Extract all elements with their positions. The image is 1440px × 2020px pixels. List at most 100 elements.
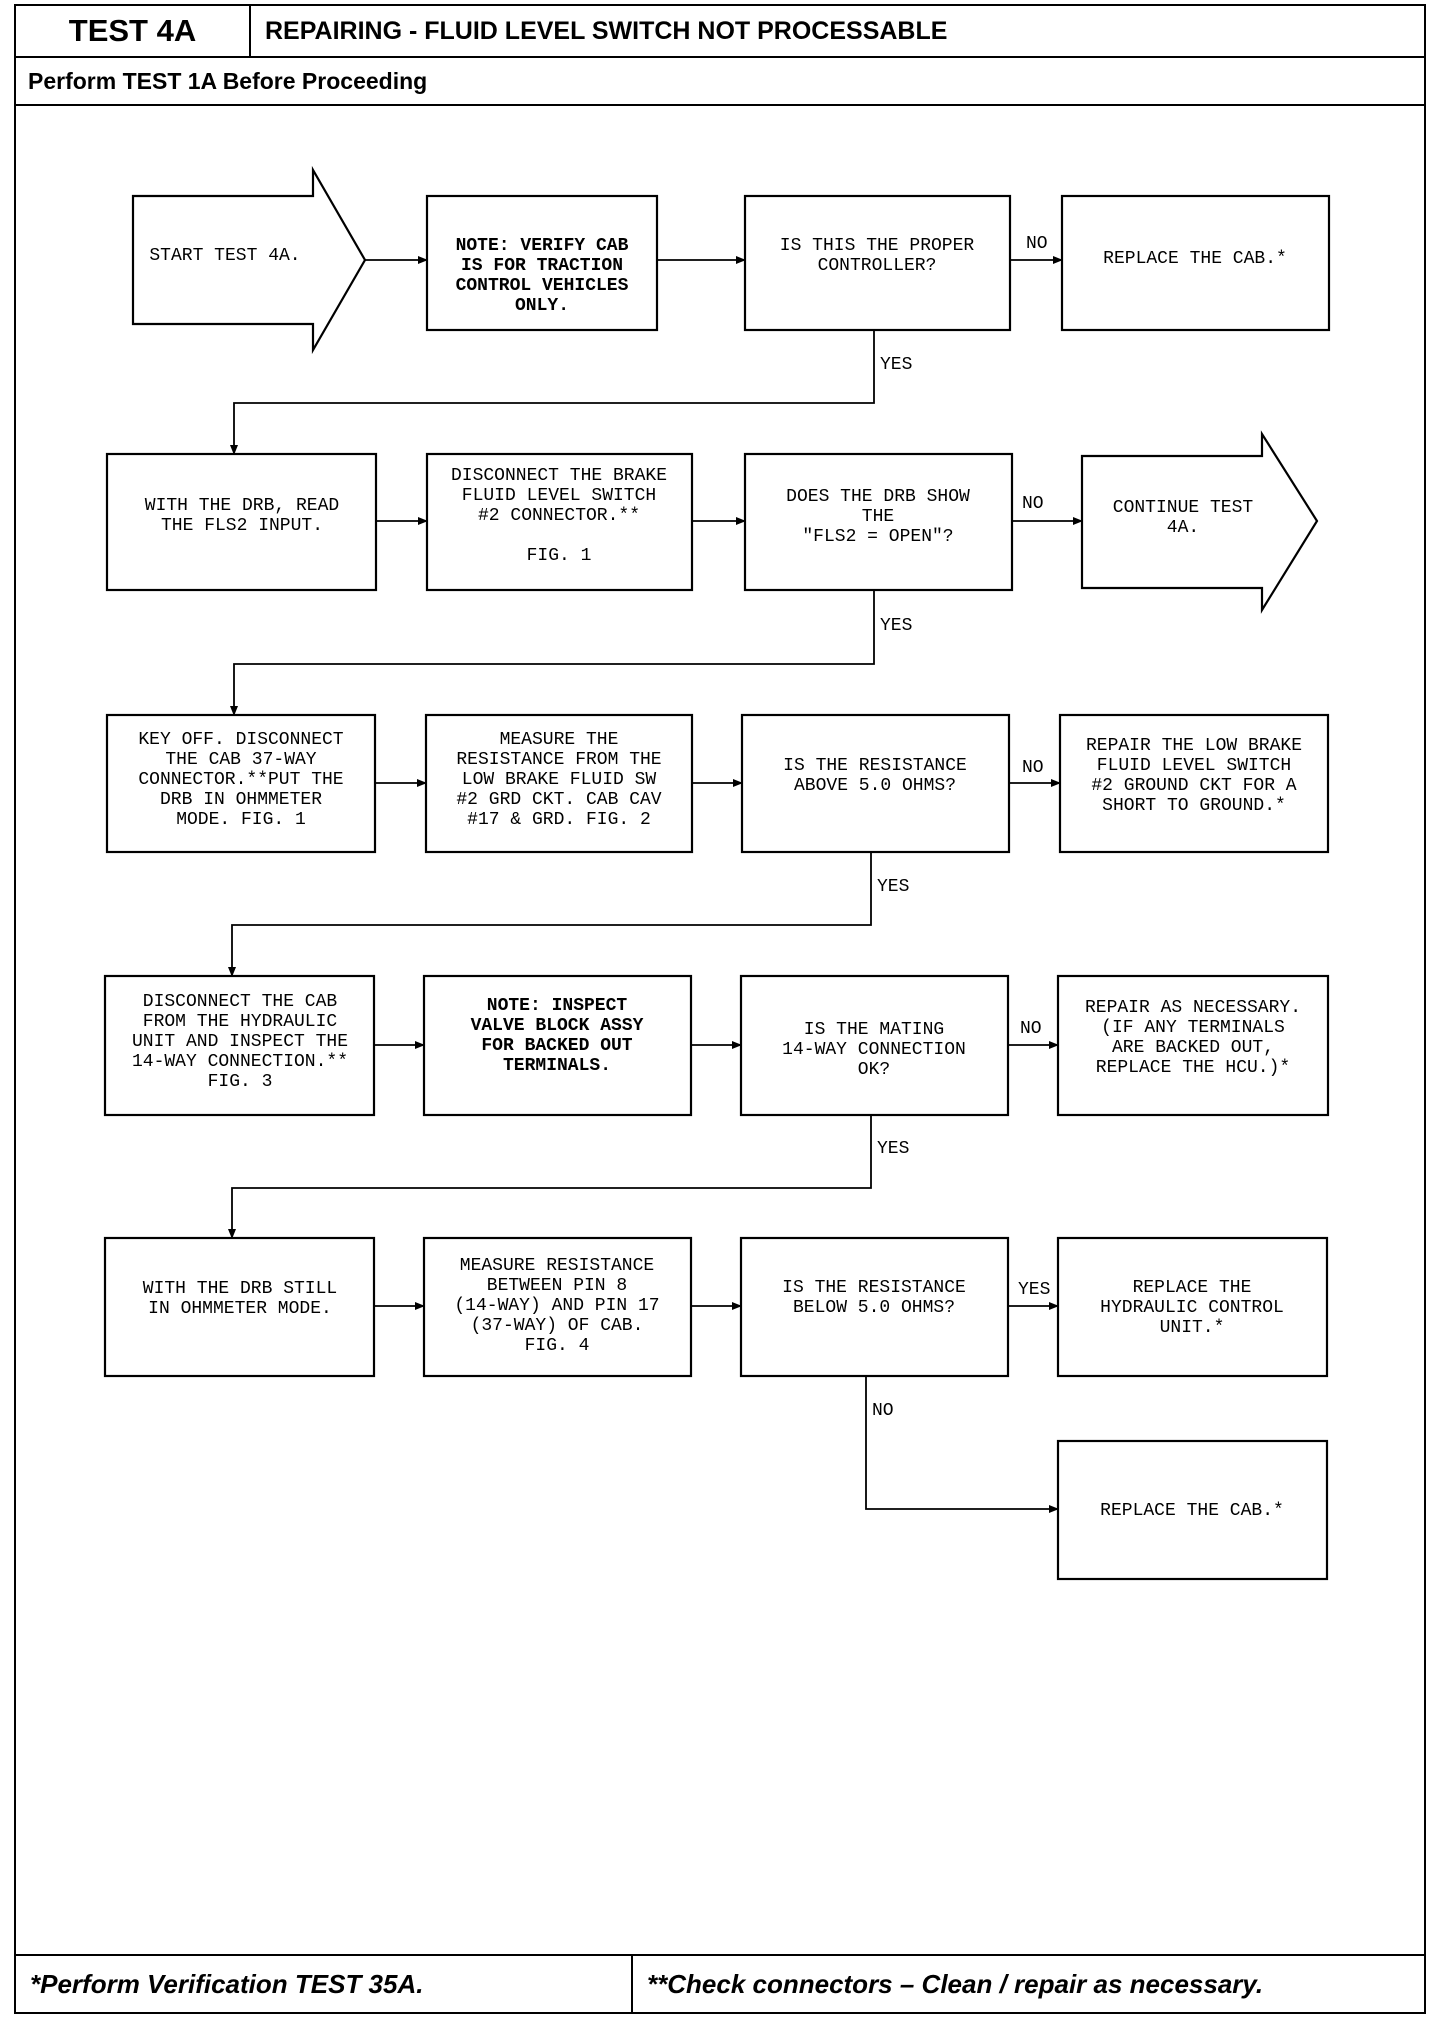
yes-label-r2: YES — [880, 616, 912, 636]
text-line: IS FOR TRACTION — [461, 256, 623, 276]
measure-pin-resistance-box — [422, 1236, 693, 1378]
text-line: ABOVE 5.0 OHMS? — [794, 776, 956, 796]
text-line: CONTROLLER? — [818, 256, 937, 276]
text-line: MEASURE RESISTANCE — [460, 1256, 654, 1276]
text-line: 4A. — [1167, 518, 1199, 538]
footer-verification-note: *Perform Verification TEST 35A. — [16, 1956, 633, 2012]
text-line: UNIT.* — [1160, 1318, 1225, 1338]
text-line: MEASURE THE — [500, 730, 619, 750]
text-line: REPAIR THE LOW BRAKE — [1086, 736, 1302, 756]
text-line: SHORT TO GROUND.* — [1102, 796, 1286, 816]
text-line: #2 GRD CKT. CAB CAV — [456, 790, 661, 810]
replace-cab-text-1: REPLACE THE CAB.* — [1103, 249, 1287, 269]
text-line: FLUID LEVEL SWITCH — [462, 486, 656, 506]
no-label-r3: NO — [1022, 758, 1044, 778]
text-line: IS THE MATING — [804, 1020, 944, 1040]
text-line: DISCONNECT THE BRAKE — [451, 466, 667, 486]
text-line: LOW BRAKE FLUID SW — [462, 770, 657, 790]
text-line: START TEST 4A. — [149, 246, 300, 266]
text-line: #2 GROUND CKT FOR A — [1091, 776, 1296, 796]
text-line: BELOW 5.0 OHMS? — [793, 1298, 955, 1318]
text-line: REPLACE THE CAB.* — [1100, 1501, 1284, 1521]
disconnect-fls2-box — [425, 452, 694, 592]
text-line: #17 & GRD. FIG. 2 — [467, 810, 651, 830]
text-line: CONTINUE TEST — [1113, 498, 1254, 518]
note-valve-block-box — [422, 974, 693, 1117]
replace-cab-box-1 — [1060, 194, 1331, 332]
no-label-r5: NO — [872, 1401, 894, 1421]
text-line: CONNECTOR.**PUT THE — [138, 770, 343, 790]
text-line: FIG. 4 — [525, 1336, 590, 1356]
text-line: IS THE RESISTANCE — [782, 1278, 966, 1298]
measure-resistance-grd-box — [424, 713, 694, 854]
repair-ground-ckt-box — [1058, 713, 1330, 854]
text-line: FOR BACKED OUT — [481, 1036, 632, 1056]
text-line: THE — [862, 507, 894, 527]
text-line: FLUID LEVEL SWITCH — [1097, 756, 1291, 776]
text-line: REPLACE THE HCU.)* — [1096, 1058, 1290, 1078]
text-line: (IF ANY TERMINALS — [1101, 1018, 1285, 1038]
text-line: DRB IN OHMMETER — [160, 790, 322, 810]
text-line: REPAIR AS NECESSARY. — [1085, 998, 1301, 1018]
yes-label-r5: YES — [1018, 1280, 1050, 1300]
prerequisite-note: Perform TEST 1A Before Proceeding — [16, 58, 1424, 106]
text-line: (37-WAY) OF CAB. — [471, 1316, 644, 1336]
replace-cab-text-2: REPLACE THE CAB.* — [1100, 1501, 1284, 1521]
text-line: ONLY. — [515, 296, 569, 316]
read-fls2-box — [105, 452, 378, 592]
decision-fls2-open-box — [743, 452, 1014, 592]
no-label-r1: NO — [1026, 234, 1048, 254]
text-line: REPLACE THE CAB.* — [1103, 249, 1287, 269]
text-line: RESISTANCE FROM THE — [456, 750, 661, 770]
decision-above-5-ohms-box — [740, 713, 1011, 854]
key-off-box — [105, 713, 377, 854]
test-id: TEST 4A — [16, 6, 251, 58]
text-line: TERMINALS. — [503, 1056, 611, 1076]
yes-label-r3: YES — [877, 877, 909, 897]
no-label-r2: NO — [1022, 494, 1044, 514]
text-line: FIG. 1 — [527, 546, 592, 566]
text-line: BETWEEN PIN 8 — [487, 1276, 627, 1296]
start-test-text: START TEST 4A. — [149, 246, 300, 266]
text-line: DOES THE DRB SHOW — [786, 487, 970, 507]
note-verify-cab-box — [425, 194, 659, 332]
text-line: THE FLS2 INPUT. — [161, 516, 323, 536]
text-line: NOTE: VERIFY CAB — [456, 236, 629, 256]
text-line: 14-WAY CONNECTION.** — [132, 1052, 348, 1072]
yes-label-r4: YES — [877, 1139, 909, 1159]
text-line: THE CAB 37-WAY — [165, 750, 316, 770]
test-title: REPAIRING - FLUID LEVEL SWITCH NOT PROCE… — [251, 6, 1424, 58]
text-line: HYDRAULIC CONTROL — [1100, 1298, 1284, 1318]
text-line: IN OHMMETER MODE. — [148, 1299, 332, 1319]
text-line: VALVE BLOCK ASSY — [471, 1016, 644, 1036]
replace-hcu-box — [1056, 1236, 1329, 1378]
text-line: KEY OFF. DISCONNECT — [138, 730, 343, 750]
replace-cab-box-2 — [1056, 1439, 1329, 1581]
text-line: 14-WAY CONNECTION — [782, 1040, 966, 1060]
text-line: MODE. FIG. 1 — [176, 810, 306, 830]
disconnect-cab-hydraulic-box — [103, 974, 376, 1117]
text-line: REPLACE THE — [1133, 1278, 1252, 1298]
repair-as-necessary-box — [1056, 974, 1330, 1117]
page-frame: TEST 4A REPAIRING - FLUID LEVEL SWITCH N… — [14, 4, 1426, 2014]
text-line: IS THIS THE PROPER — [780, 236, 975, 256]
text-line: ARE BACKED OUT, — [1112, 1038, 1274, 1058]
footer-connector-note: **Check connectors – Clean / repair as n… — [647, 1968, 1264, 1999]
text-line: FROM THE HYDRAULIC — [143, 1012, 338, 1032]
